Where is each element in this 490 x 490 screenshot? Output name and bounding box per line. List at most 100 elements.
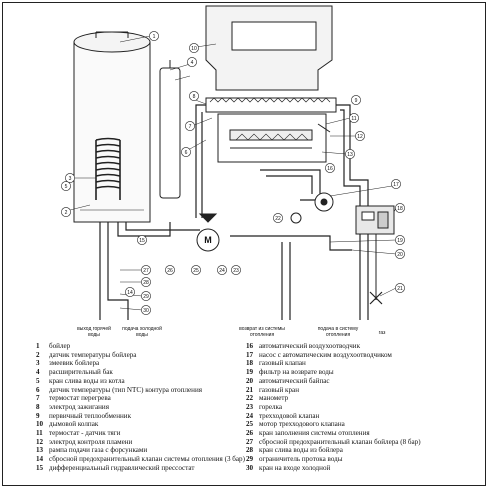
- svg-text:21: 21: [397, 286, 403, 292]
- legend-number: 27: [246, 437, 254, 446]
- manometer: [290, 212, 302, 224]
- svg-text:25: 25: [193, 268, 199, 274]
- svg-text:13: 13: [347, 152, 353, 158]
- legend-text: газовый клапан: [259, 359, 306, 368]
- callout-24: 24: [217, 265, 227, 275]
- callout-30: 30: [141, 305, 151, 315]
- legend-item: 8 электрод зажигания: [36, 403, 256, 412]
- boiler-coil: [95, 137, 121, 200]
- svg-text:5: 5: [65, 184, 68, 190]
- legend-item: 18 газовый клапан: [246, 359, 486, 368]
- svg-text:20: 20: [397, 252, 403, 258]
- legend-text: насос с автоматическим воздухоотводчиком: [259, 350, 392, 359]
- legend-item: 22 манометр: [246, 394, 486, 403]
- legend-number: 11: [36, 429, 43, 438]
- legend-text: термостат - датчик тяги: [49, 429, 121, 438]
- callout-29: 29: [141, 291, 151, 301]
- boiler-tank: [73, 31, 151, 223]
- svg-text:2: 2: [65, 210, 68, 216]
- legend-text: дифференциальный гидравлический прессост…: [49, 463, 195, 472]
- svg-text:30: 30: [143, 308, 149, 314]
- legend-number: 3: [36, 359, 40, 368]
- three-way-valve: [196, 213, 220, 252]
- legend-text: сбросной предохранительный клапан бойлер…: [259, 437, 421, 446]
- legend-number: 4: [36, 368, 40, 377]
- legend-text: сбросной предохранительный клапан систем…: [49, 455, 245, 464]
- legend-number: 9: [36, 411, 40, 420]
- gas-cock: [369, 291, 383, 305]
- callout-12: 12: [355, 131, 365, 141]
- legend-text: автоматический байпас: [259, 376, 330, 385]
- svg-text:23: 23: [233, 268, 239, 274]
- legend-number: 22: [246, 394, 254, 403]
- expansion-tank: [159, 67, 181, 199]
- image-frame: [2, 2, 486, 486]
- pipe-label-gas: газ: [379, 330, 386, 336]
- legend-text: ограничитель протока воды: [259, 455, 343, 464]
- svg-text:6: 6: [185, 150, 188, 156]
- legend-number: 26: [246, 429, 254, 438]
- callout-28: 28: [141, 277, 151, 287]
- primary-heat-exchanger: [205, 97, 337, 113]
- svg-text:15: 15: [139, 238, 145, 244]
- svg-text:19: 19: [397, 238, 403, 244]
- callout-5: 5: [61, 181, 71, 191]
- svg-text:29: 29: [143, 294, 149, 300]
- svg-text:14: 14: [127, 290, 133, 296]
- callout-18: 18: [395, 203, 405, 213]
- svg-text:27: 27: [143, 268, 149, 274]
- legend-number: 17: [246, 350, 254, 359]
- legend-number: 13: [36, 446, 44, 455]
- svg-text:22: 22: [275, 216, 281, 222]
- svg-text:11: 11: [351, 116, 356, 122]
- callout-15: 15: [137, 235, 147, 245]
- legend-number: 19: [246, 368, 254, 377]
- legend-text: электрод зажигания: [49, 402, 109, 411]
- callout-14: 14: [125, 287, 135, 297]
- legend-text: горелка: [259, 402, 283, 411]
- svg-text:28: 28: [143, 280, 149, 286]
- legend-number: 18: [246, 359, 254, 368]
- legend-number: 7: [36, 394, 40, 403]
- gas-valve: [355, 205, 395, 300]
- callout-10: 10: [189, 43, 199, 53]
- legend-text: трехходовой клапан: [259, 411, 320, 420]
- svg-text:3: 3: [69, 176, 72, 182]
- legend-text: манометр: [259, 394, 289, 403]
- combustion-chamber: [217, 113, 331, 163]
- callout-11: 11: [349, 113, 359, 123]
- callout-1: 1: [149, 31, 159, 41]
- legend-number: 30: [246, 463, 254, 472]
- callout-9: 9: [351, 95, 361, 105]
- callout-27: 27: [141, 265, 151, 275]
- legend-number: 6: [36, 385, 40, 394]
- legend-number: 8: [36, 402, 40, 411]
- legend-number: 10: [36, 420, 44, 429]
- svg-text:9: 9: [355, 98, 358, 104]
- callout-layer: 1234567891011121314151617181920212223242…: [61, 31, 405, 315]
- svg-text:26: 26: [167, 268, 173, 274]
- svg-text:17: 17: [393, 182, 399, 188]
- svg-text:24: 24: [219, 268, 225, 274]
- callout-17: 17: [391, 179, 401, 189]
- callout-13: 13: [345, 149, 355, 159]
- legend-text: фильтр на возврате воды: [259, 368, 334, 377]
